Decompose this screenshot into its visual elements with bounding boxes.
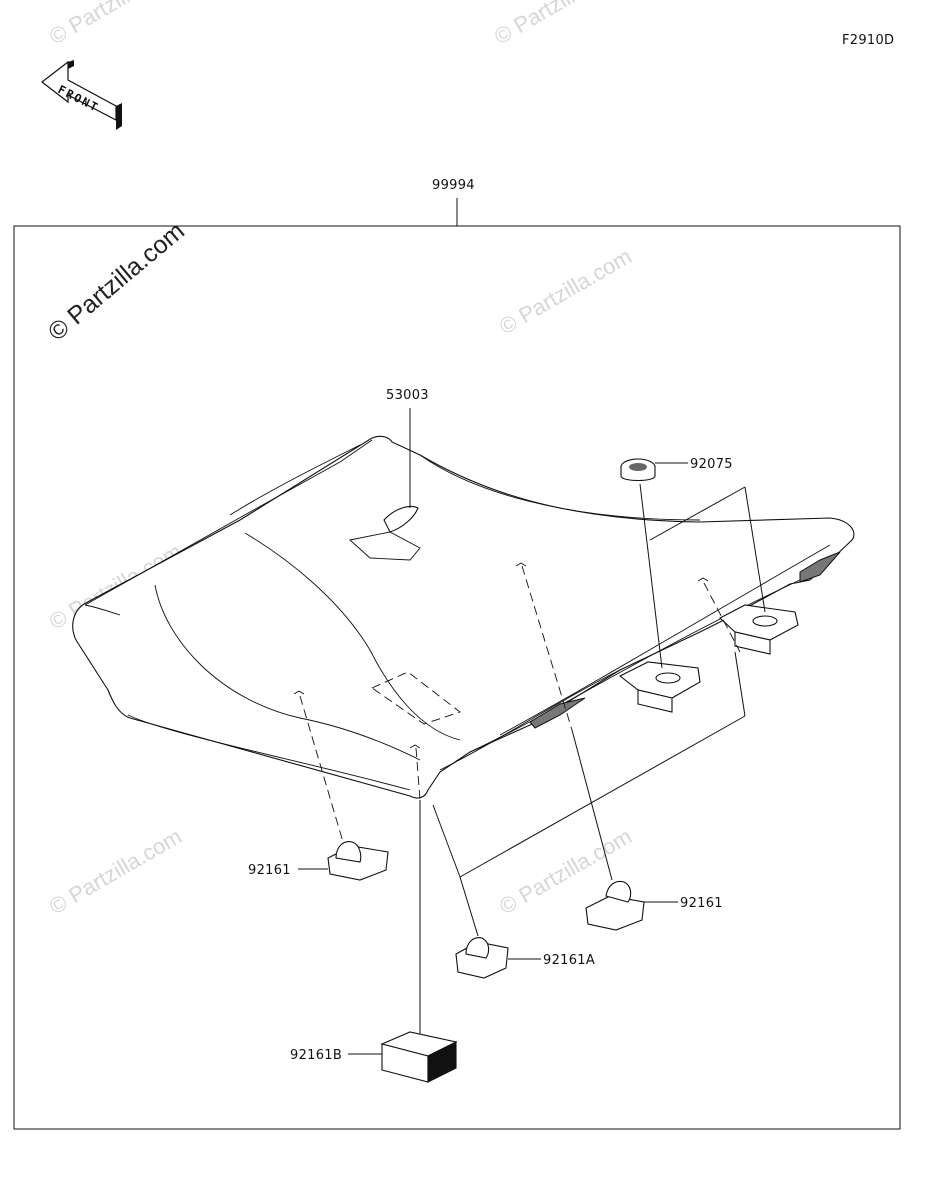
watermark: © Partzilla.com: [45, 824, 186, 920]
part-label-grommet[interactable]: 92075: [690, 457, 733, 472]
part-label-assembly[interactable]: 99994: [432, 178, 475, 193]
hidden-line: [703, 582, 741, 653]
part-label-damper-rear[interactable]: 92161: [680, 896, 723, 911]
seat-shadow: [799, 551, 841, 583]
seat-bracket-front: [618, 661, 701, 713]
damper-part-b: [380, 1031, 458, 1083]
hidden-line: [415, 747, 421, 801]
watermark: © Partzilla.com: [495, 244, 636, 340]
grommet-part: [620, 458, 656, 482]
part-label-damper-left[interactable]: 92161: [248, 863, 291, 878]
diagram-code: F2910D: [842, 33, 894, 48]
part-label-seat-cover[interactable]: 53003: [386, 388, 429, 403]
leader-line: [734, 651, 746, 717]
hidden-mark: [515, 562, 527, 567]
part-label-damper-a[interactable]: 92161A: [543, 953, 595, 968]
damper-part-a: [455, 937, 509, 979]
watermark: © Partzilla.com: [490, 0, 631, 49]
leader-line: [639, 483, 663, 669]
damper-part-left: [327, 841, 389, 881]
hidden-mark: [293, 690, 305, 695]
leader-line: [459, 715, 746, 878]
leader-line: [744, 486, 766, 613]
leader-line: [459, 876, 479, 937]
damper-part-right: [585, 880, 645, 931]
leader-line: [649, 486, 746, 541]
watermark: © Partzilla.com: [45, 0, 186, 49]
leader-line: [571, 729, 613, 881]
assembly-frame: [13, 225, 901, 1130]
hidden-mark: [409, 744, 421, 749]
leader-line: [432, 804, 461, 878]
part-label-damper-b[interactable]: 92161B: [290, 1048, 342, 1063]
watermark-main: © Partzilla.com: [43, 217, 190, 347]
front-arrow-icon: FRONT: [41, 60, 122, 130]
seat-bracket-rear: [719, 604, 799, 655]
seat-shadow: [529, 697, 586, 729]
hidden-line: [299, 695, 344, 843]
hidden-line: [521, 565, 573, 731]
hidden-mark: [697, 577, 709, 582]
